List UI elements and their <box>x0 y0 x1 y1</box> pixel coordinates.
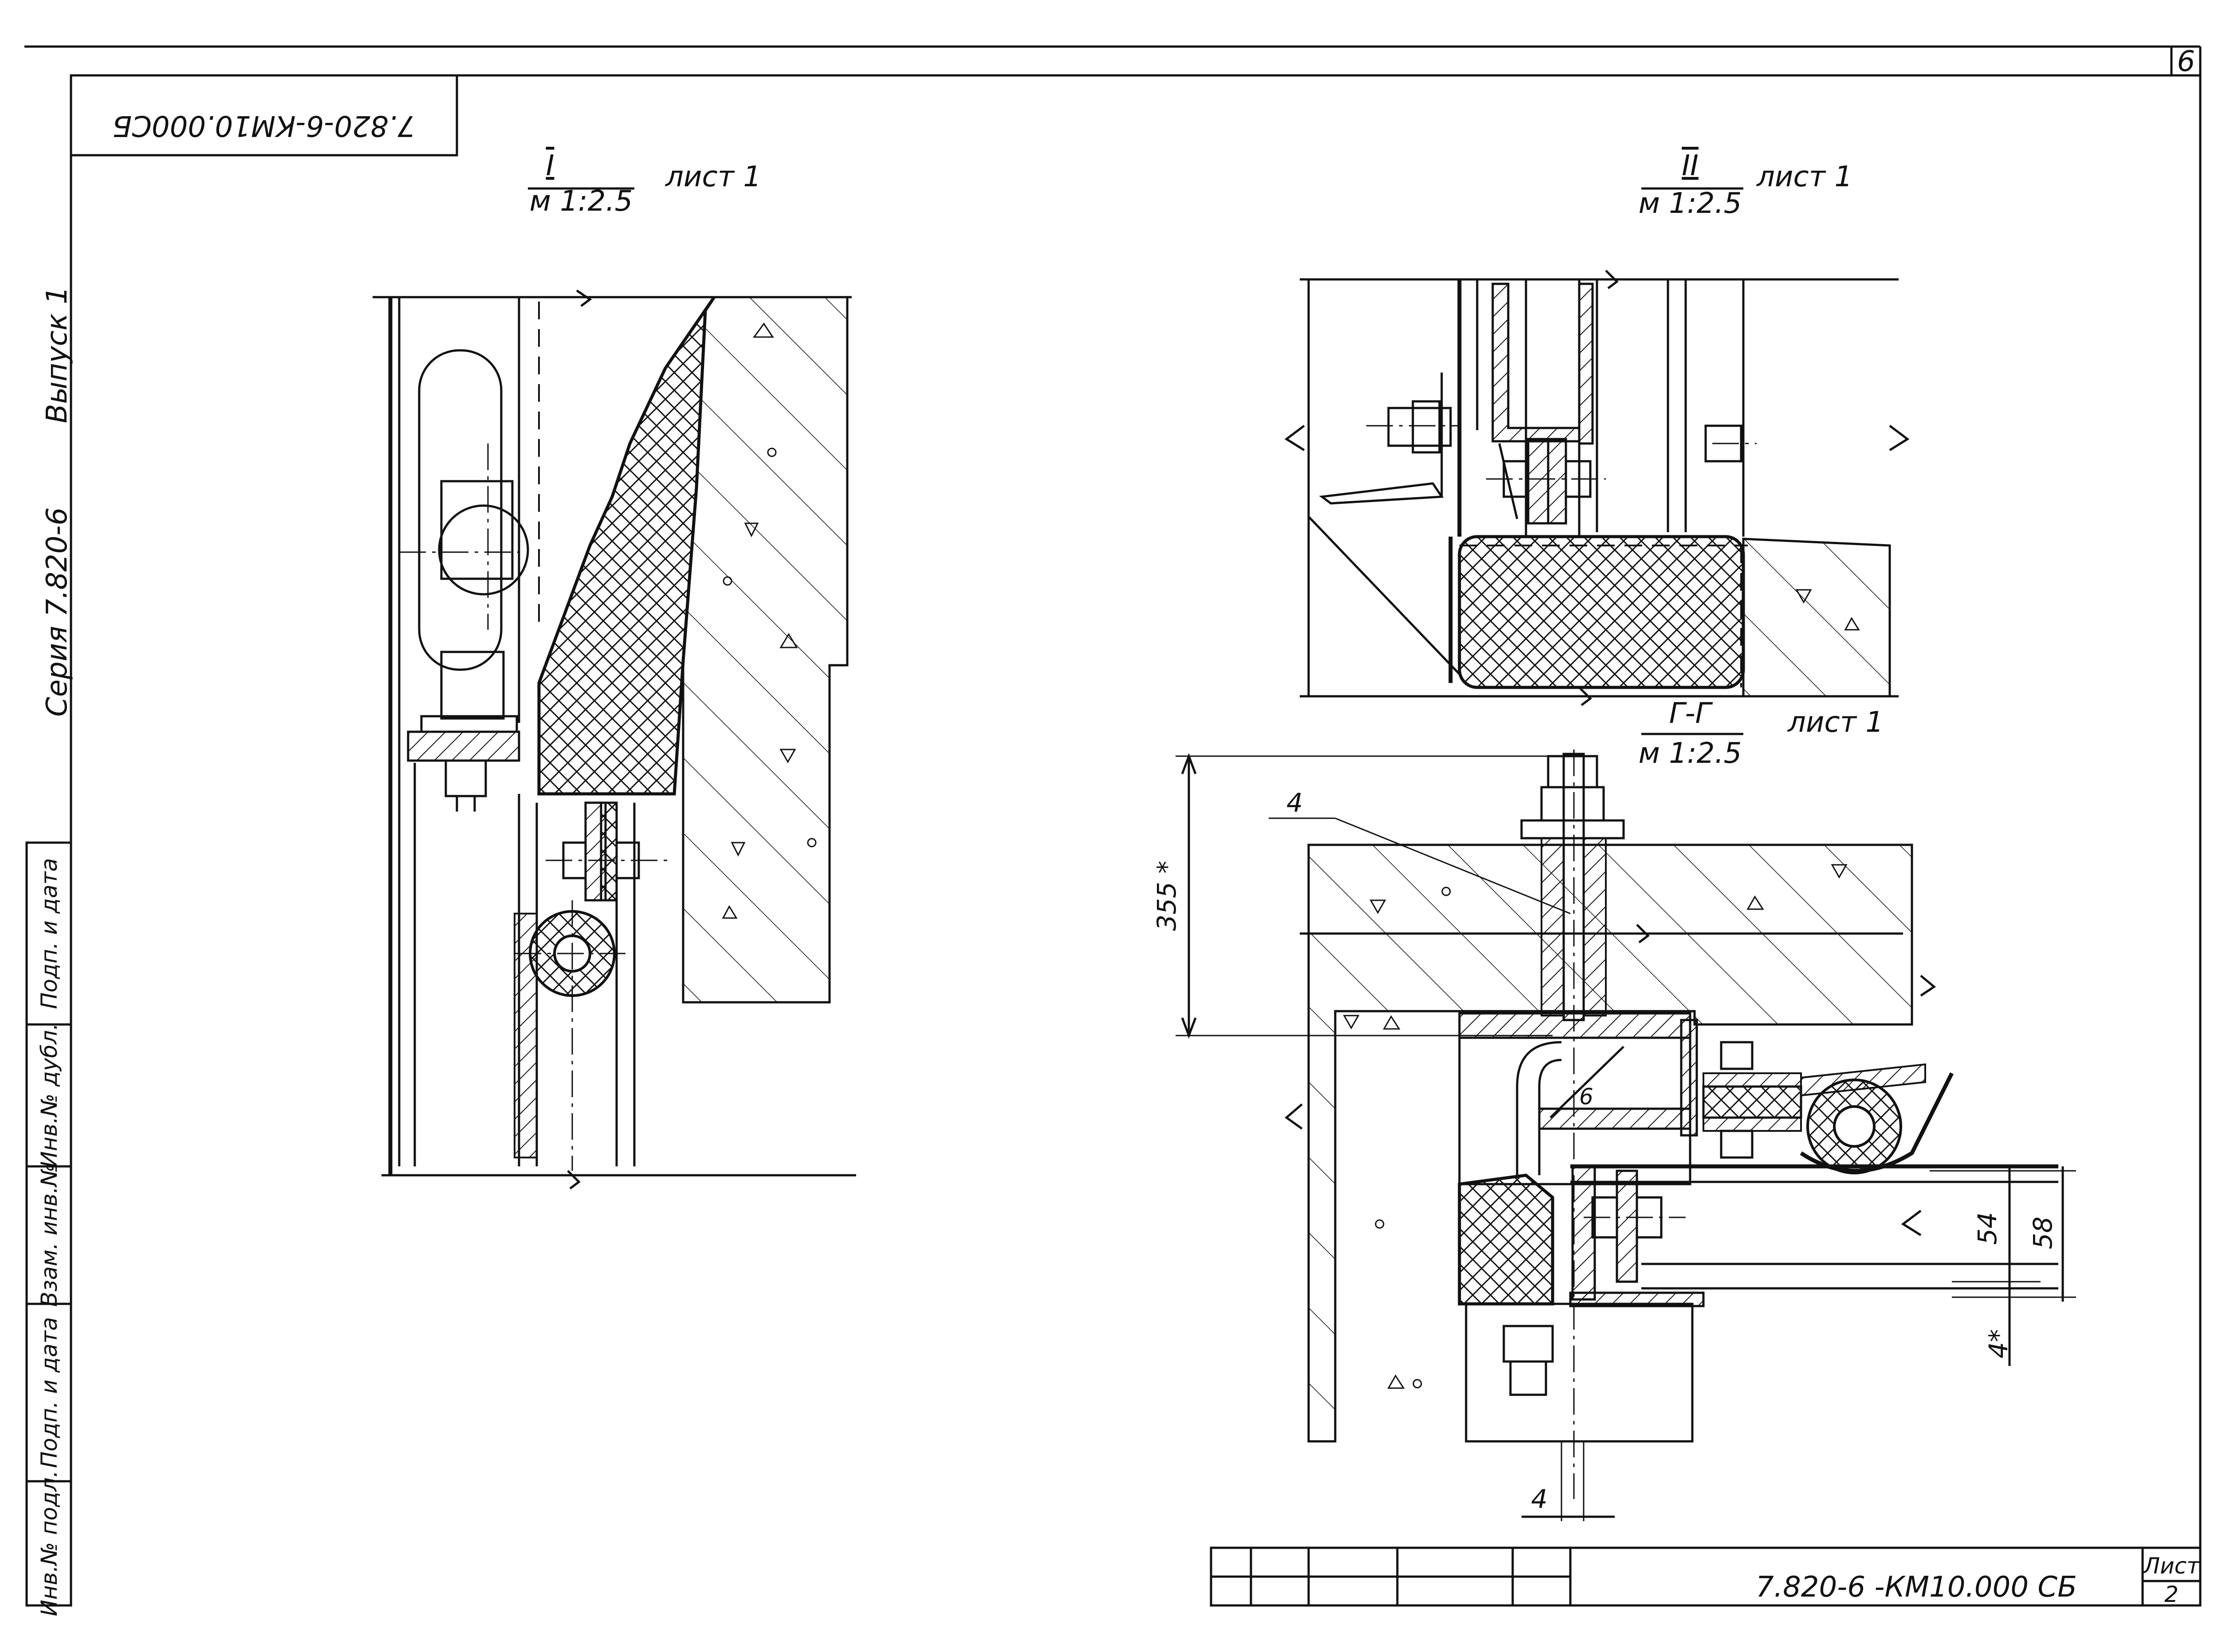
title-block-sheet-label: Лист <box>2143 1553 2201 1579</box>
stamp-podp-data-2: Подп. и дата <box>36 858 62 1009</box>
view-3-sheet-ref: лист 1 <box>1787 706 1884 739</box>
dimension-4: 4 <box>1522 1441 1615 1521</box>
stamp-podp-data-1: Подп. и дата <box>36 1317 62 1468</box>
side-series-label: Серия 7.820-6 <box>41 507 74 717</box>
view-3-title: Г-Г м 1:2.5 лист 1 <box>1639 697 1884 770</box>
callout-position-4: 4 <box>1269 788 1571 914</box>
dim-54-label: 54 <box>1972 1212 2002 1245</box>
view-2-sheet-ref: лист 1 <box>1756 161 1852 193</box>
stamp-inv-dubl: Инв.№ дубл. <box>36 1023 62 1168</box>
view-1-scale: м 1:2.5 <box>530 185 633 218</box>
dim-4-label: 4 <box>1531 1484 1548 1514</box>
dimension-355: 355 * <box>1152 753 1579 1039</box>
mirrored-document-code: 7.820-6-КМ10.000СБ <box>112 109 415 142</box>
stamp-vzam-inv: Взам. инв.№ <box>36 1163 62 1307</box>
slab-aggregate-marks <box>1343 864 1848 1389</box>
view-1-title: I м 1:2.5 лист 1 <box>528 149 761 218</box>
section-view-2 <box>1284 270 1910 706</box>
view-3-scale: м 1:2.5 <box>1639 737 1742 770</box>
section-view-1 <box>373 289 856 1189</box>
title-block-code: 7.820-6 -КМ10.000 СБ <box>1756 1571 2077 1604</box>
side-issue-label: Выпуск 1 <box>41 286 74 423</box>
view-2-title: II м 1:2.5 лист 1 <box>1639 149 1852 220</box>
section-view-gg <box>1284 749 2058 1499</box>
view-1-numeral: I <box>546 149 554 182</box>
stamp-inv-podl: Инв.№ подл. <box>36 1470 62 1616</box>
callout-6-label: 6 <box>1579 1084 1593 1110</box>
dimension-54-58: 54 58 4* <box>1930 1166 2076 1366</box>
dim-355-label: 355 * <box>1152 861 1182 931</box>
callout-4-label: 4 <box>1286 788 1303 818</box>
view-2-scale: м 1:2.5 <box>1639 187 1742 220</box>
view-1-sheet-ref: лист 1 <box>665 161 761 193</box>
dim-4star-label: 4* <box>1983 1329 2014 1358</box>
sheet-frame <box>24 45 2202 1607</box>
dim-58-label: 58 <box>2028 1216 2058 1249</box>
corner-sheet-number: 6 <box>2177 45 2195 78</box>
title-block: 7.820-6 -КМ10.000 СБ Лист 2 <box>1210 1546 2202 1607</box>
view-2-numeral: II <box>1682 149 1699 182</box>
concrete-aggregate-marks <box>722 322 817 919</box>
title-block-sheet-number: 2 <box>2164 1581 2179 1607</box>
view-3-numeral: Г-Г <box>1669 697 1713 730</box>
